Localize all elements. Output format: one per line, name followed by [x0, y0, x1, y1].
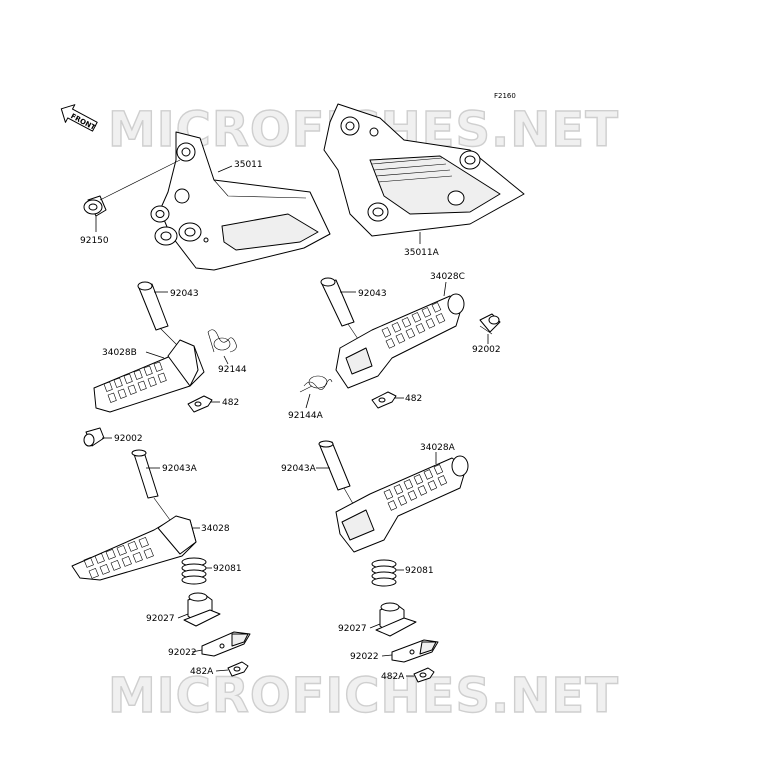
clip-482-right: [371, 391, 397, 409]
spring-92081-left: [181, 557, 207, 585]
label-92150: 92150: [80, 236, 109, 246]
clip-482A-right: [413, 667, 435, 683]
bracket-35011: [150, 131, 331, 271]
stopper-92027-right: [375, 602, 417, 637]
label-92144A: 92144A: [288, 411, 324, 421]
stopper-92027-left: [183, 592, 221, 627]
label-92043A-left: 92043A: [162, 464, 198, 474]
label-34028C: 34028C: [430, 272, 465, 282]
pin-92043-right: [320, 277, 365, 349]
spring-92144A: [299, 375, 333, 393]
footpeg-34028B: [93, 339, 205, 413]
label-482A-right: 482A: [381, 672, 405, 682]
label-92043-right: 92043: [358, 289, 387, 299]
label-92027-right: 92027: [338, 624, 367, 634]
watermark-bottom: MICROFICHES.NET: [108, 668, 619, 724]
label-34028B: 34028B: [102, 348, 137, 358]
label-35011A: 35011A: [404, 248, 440, 258]
footpeg-34028: [71, 515, 197, 581]
label-35011: 35011: [234, 160, 263, 170]
front-arrow-icon: FRONT: [60, 104, 98, 132]
label-92022-left: 92022: [168, 648, 197, 658]
figure-code: F2160: [494, 92, 516, 100]
plate-92022-right: [391, 639, 439, 663]
label-34028A: 34028A: [420, 443, 456, 453]
label-482A-left: 482A: [190, 667, 214, 677]
clip-482-left: [187, 395, 213, 413]
bolt-92002-left: [83, 427, 105, 447]
bracket-35011A: [323, 103, 525, 237]
label-92022-right: 92022: [350, 652, 379, 662]
label-92043A-right: 92043A: [281, 464, 317, 474]
label-92081-right: 92081: [405, 566, 434, 576]
pin-92043A-left: [131, 449, 171, 521]
bolt-92002-right: [479, 313, 501, 335]
spring-92081-right: [371, 559, 397, 587]
label-92027-left: 92027: [146, 614, 175, 624]
clip-482A-left: [227, 661, 249, 677]
plate-92022-left: [201, 631, 251, 657]
label-482-left: 482: [222, 398, 239, 408]
footpeg-34028C: [335, 293, 465, 389]
spring-92144: [207, 329, 237, 353]
label-482-right: 482: [405, 394, 422, 404]
label-92002-right: 92002: [472, 345, 501, 355]
label-92043-left: 92043: [170, 289, 199, 299]
label-34028: 34028: [201, 524, 230, 534]
footpeg-34028A: [335, 455, 469, 553]
label-92144: 92144: [218, 365, 247, 375]
label-92002-left: 92002: [114, 434, 143, 444]
bolt-92150: [83, 159, 181, 217]
label-92081-left: 92081: [213, 564, 242, 574]
pin-92043A-right: [318, 440, 361, 517]
